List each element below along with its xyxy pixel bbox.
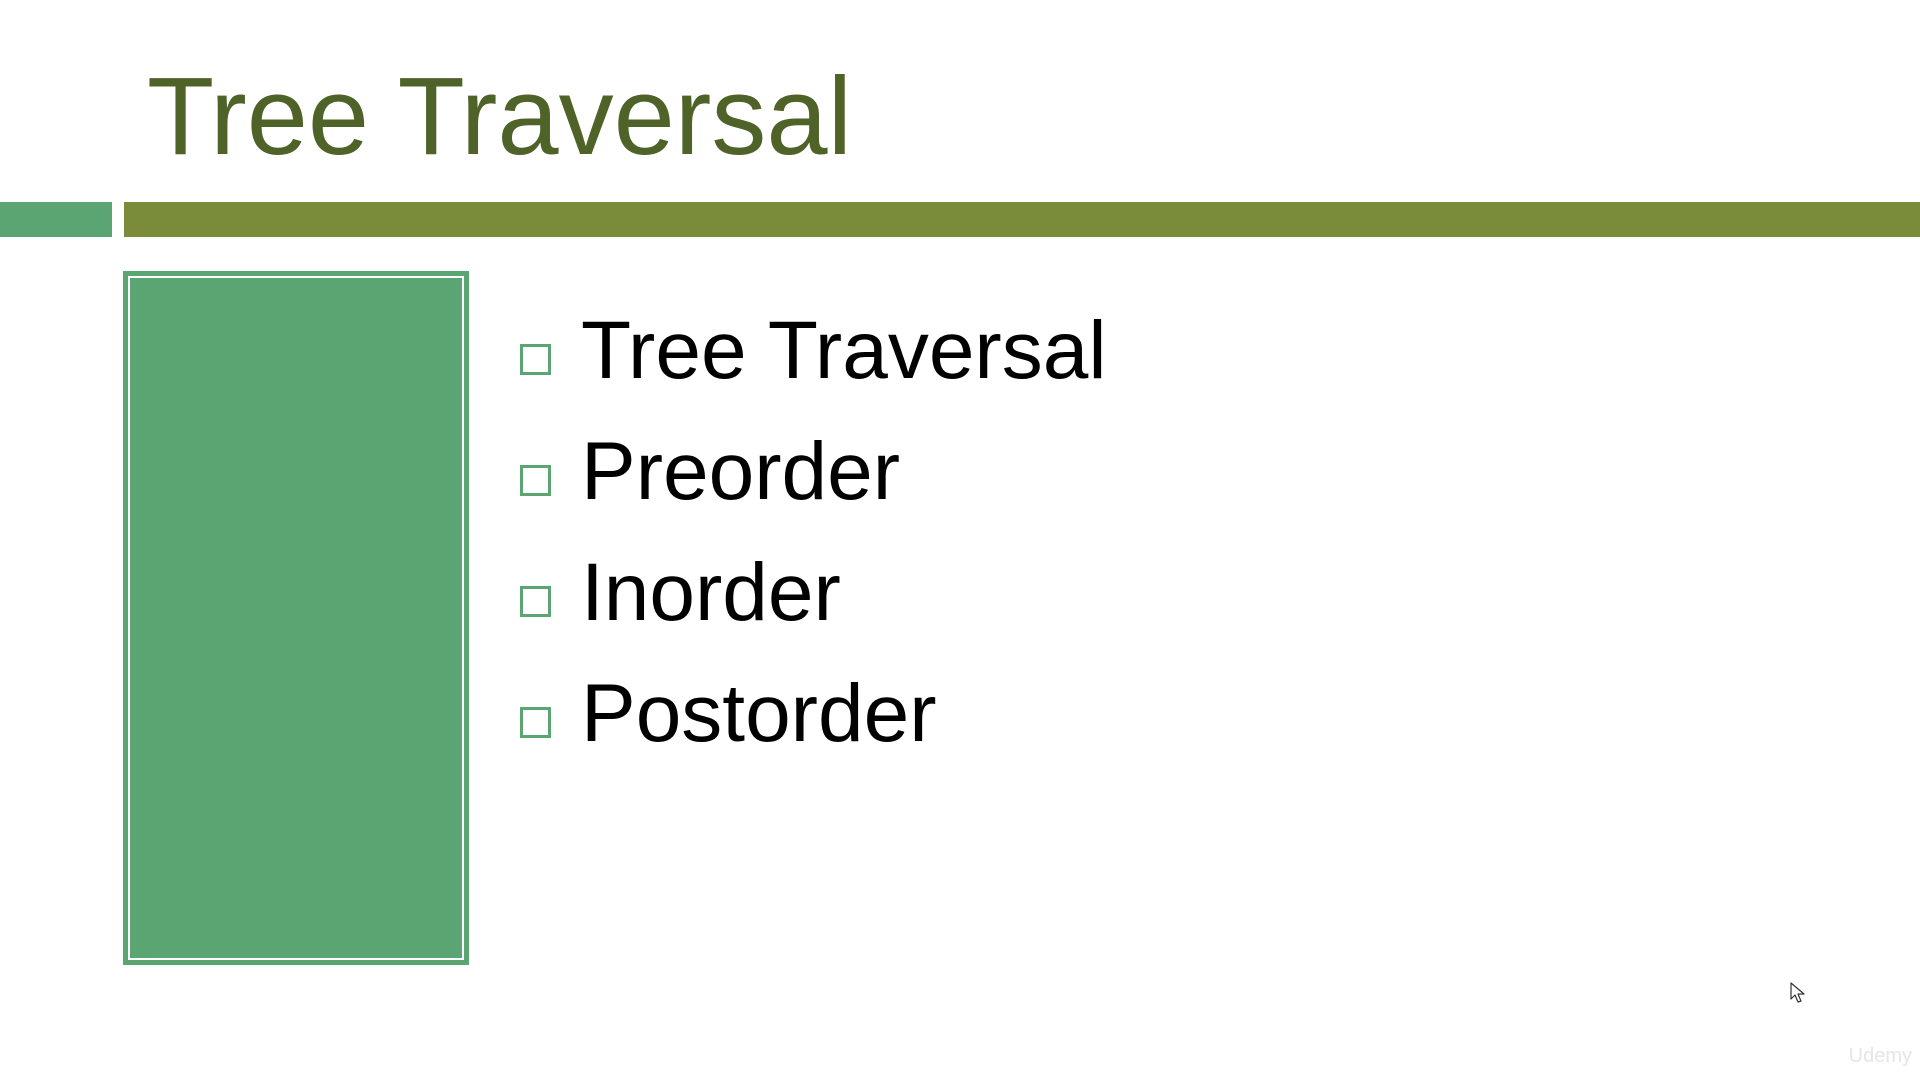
accent-bar-left [0, 202, 112, 237]
hollow-square-bullet-icon [520, 344, 551, 375]
bullet-label: Inorder [581, 546, 841, 638]
accent-bar-right [124, 202, 1920, 237]
bullet-item: Tree Traversal [520, 290, 1107, 411]
hollow-square-bullet-icon [520, 465, 551, 496]
side-panel-inner-border [128, 276, 464, 960]
mouse-pointer-icon [1790, 982, 1805, 1003]
slide-title: Tree Traversal [147, 55, 853, 178]
bullet-item: Inorder [520, 532, 1107, 653]
watermark-logo: Udemy [1848, 1045, 1912, 1067]
bullet-label: Postorder [581, 667, 937, 759]
bullet-label: Tree Traversal [581, 304, 1107, 396]
bullet-list: Tree Traversal Preorder Inorder Postorde… [520, 290, 1107, 774]
bullet-label: Preorder [581, 425, 901, 517]
hollow-square-bullet-icon [520, 586, 551, 617]
bullet-item: Postorder [520, 653, 1107, 774]
hollow-square-bullet-icon [520, 707, 551, 738]
side-panel [123, 271, 469, 965]
bullet-item: Preorder [520, 411, 1107, 532]
